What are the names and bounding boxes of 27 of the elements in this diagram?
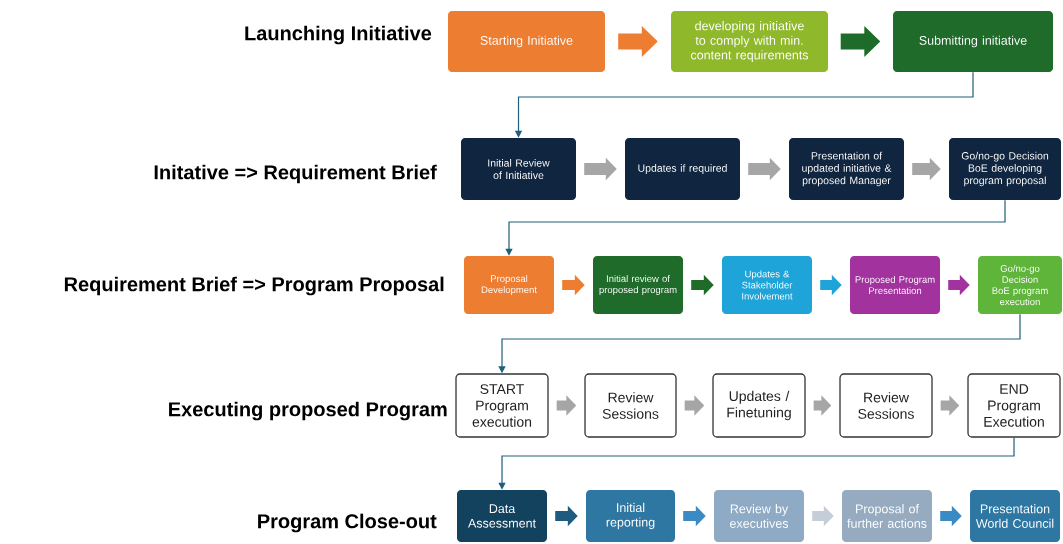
process-box: Proposal of further actions (842, 490, 932, 542)
process-box: Updates if required (625, 138, 740, 200)
process-box: END Program Execution (967, 373, 1061, 438)
process-box: Updates & Stakeholder Involvement (722, 256, 812, 314)
connector-arrow (505, 199, 1006, 256)
process-box: Data Assessment (457, 490, 547, 542)
process-box: Initial Review of Initiative (461, 138, 576, 200)
process-box: Presentation of updated initiative & proposed Manager (789, 138, 904, 200)
process-box: Review Sessions (839, 373, 933, 438)
process-box: Proposed Program Presentation (850, 256, 940, 314)
process-box: Go/no-go Decision BoE program execution (978, 256, 1062, 314)
process-box: Initial review of proposed program (593, 256, 683, 314)
process-box: Go/no-go Decision BoE developing program proposal (949, 138, 1061, 200)
process-box: Submitting initiative (893, 11, 1053, 72)
row-heading: Requirement Brief => Program Proposal (64, 276, 444, 296)
process-box: START Program execution (455, 373, 549, 438)
process-box: Starting Initiative (448, 11, 605, 72)
row-heading: Initative => Requirement Brief (154, 164, 437, 184)
process-box: Initial reporting (586, 490, 675, 542)
process-box: Review by executives (714, 490, 804, 542)
process-box: Presentation World Council (970, 490, 1060, 542)
process-box: Updates / Finetuning (712, 373, 806, 438)
process-box: Proposal Development (464, 256, 554, 314)
process-box: developing initiative to comply with min. content requirements (671, 11, 828, 72)
row-heading: Program Close-out (258, 513, 437, 533)
process-box: Review Sessions (584, 373, 677, 438)
connector-arrow (498, 437, 1015, 490)
